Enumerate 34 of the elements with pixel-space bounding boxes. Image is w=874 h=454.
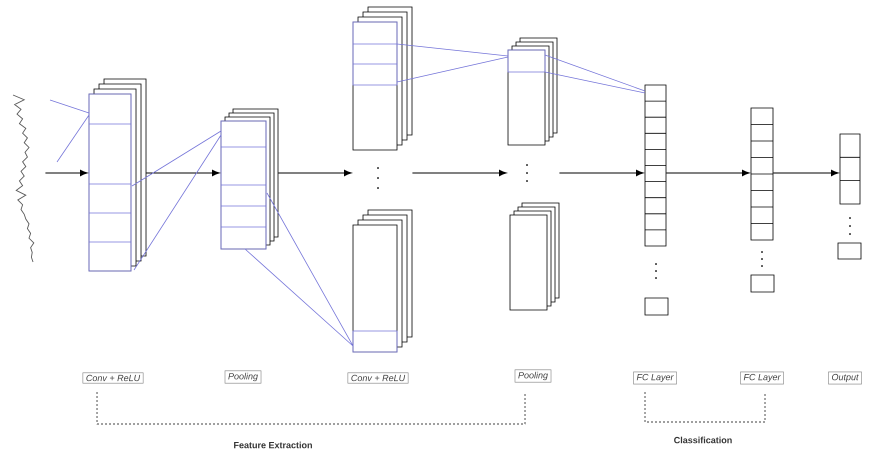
projection-line	[56, 114, 90, 162]
projection-line	[132, 130, 222, 186]
arrow	[278, 170, 352, 176]
layer-label-box: FC Layer	[740, 372, 784, 384]
layer-label-box: Conv + ReLU	[82, 372, 144, 384]
neuron-column	[644, 84, 666, 246]
projection-line	[244, 248, 354, 346]
neuron-column	[750, 108, 774, 240]
layer-label-box: Pooling	[514, 370, 552, 382]
projection-line	[544, 72, 646, 94]
group-label: Feature Extraction	[234, 442, 312, 448]
projection-line	[396, 56, 508, 82]
arrow	[412, 170, 507, 176]
layer-label-box: FC Layer	[633, 372, 677, 384]
layer-label-box: Conv + ReLU	[348, 372, 408, 384]
neuron-column	[840, 134, 860, 204]
group-label: Classification	[674, 436, 732, 444]
feature-map-stack	[352, 6, 412, 352]
projection-line	[50, 100, 90, 114]
signal-drawing	[12, 94, 34, 262]
feature-map-stack	[508, 38, 560, 310]
feature-map-stack	[88, 78, 146, 272]
projection-line	[266, 192, 354, 346]
layer-label-box: Pooling	[224, 370, 262, 384]
arrow	[558, 170, 644, 176]
arrow	[44, 170, 88, 176]
projection-line	[134, 134, 222, 270]
arrow	[146, 170, 220, 176]
feature-map-stack	[220, 108, 278, 250]
arrow	[772, 170, 839, 176]
layer-label-box: Output	[828, 372, 862, 384]
projection-line	[396, 44, 508, 56]
projection-line	[544, 54, 646, 92]
arrow	[666, 170, 750, 176]
